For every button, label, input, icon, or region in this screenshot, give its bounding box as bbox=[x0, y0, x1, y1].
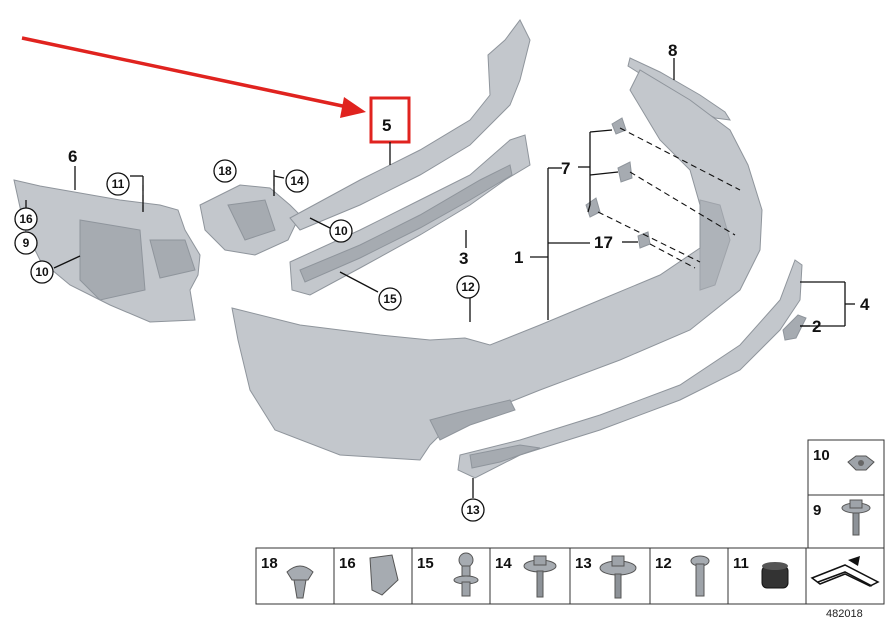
callout-2: 2 bbox=[812, 317, 821, 336]
fastener-box-9[interactable]: 9 bbox=[807, 494, 885, 551]
red-arrow-icon bbox=[21, 36, 366, 118]
svg-text:9: 9 bbox=[23, 236, 30, 250]
svg-text:12: 12 bbox=[461, 280, 475, 294]
svg-text:10: 10 bbox=[35, 265, 49, 279]
part-1-bumper-panel[interactable] bbox=[231, 69, 763, 461]
callout-7: 7 bbox=[561, 159, 570, 178]
callout-8: 8 bbox=[668, 41, 677, 60]
callout-6: 6 bbox=[68, 147, 77, 166]
svg-text:11: 11 bbox=[733, 555, 749, 572]
svg-text:10: 10 bbox=[813, 447, 830, 464]
svg-text:14: 14 bbox=[290, 174, 304, 188]
fastener-box-symbol[interactable] bbox=[805, 547, 885, 605]
callout-10-left: 10 bbox=[30, 260, 54, 284]
svg-text:14: 14 bbox=[495, 555, 512, 572]
circled-callouts: 11 16 9 10 18 14 10 15 bbox=[14, 159, 485, 522]
svg-text:13: 13 bbox=[575, 555, 592, 572]
part-6-left-bracket[interactable] bbox=[13, 179, 201, 323]
svg-text:18: 18 bbox=[218, 164, 232, 178]
callout-5: 5 bbox=[382, 116, 391, 135]
fastener-box-13[interactable]: 13 bbox=[569, 547, 651, 605]
part-2-piece[interactable] bbox=[782, 314, 807, 341]
part-3-absorber[interactable] bbox=[289, 134, 531, 296]
svg-text:11: 11 bbox=[112, 177, 125, 191]
callout-3: 3 bbox=[459, 249, 468, 268]
fastener-row: 18 16 15 14 13 bbox=[255, 547, 885, 605]
part-18-bracket[interactable] bbox=[199, 184, 301, 256]
callout-4: 4 bbox=[860, 295, 870, 314]
svg-text:18: 18 bbox=[261, 555, 278, 572]
svg-text:10: 10 bbox=[334, 224, 348, 238]
svg-text:12: 12 bbox=[655, 555, 672, 572]
fastener-box-10[interactable]: 10 bbox=[807, 439, 885, 496]
callout-17: 17 bbox=[594, 233, 613, 252]
dashed-lines bbox=[142, 127, 741, 269]
fastener-box-18[interactable]: 18 bbox=[255, 547, 335, 605]
part-5-carrier[interactable] bbox=[289, 19, 531, 231]
callout-1: 1 bbox=[514, 248, 523, 267]
callout-14: 14 bbox=[285, 169, 309, 193]
callout-13: 13 bbox=[461, 498, 485, 522]
callout-18: 18 bbox=[213, 159, 237, 183]
fastener-box-11[interactable]: 11 bbox=[727, 547, 807, 605]
part-7-clips[interactable] bbox=[585, 117, 633, 218]
svg-text:13: 13 bbox=[466, 503, 480, 517]
fastener-box-12[interactable]: 12 bbox=[649, 547, 729, 605]
fastener-box-15[interactable]: 15 bbox=[411, 547, 491, 605]
svg-text:15: 15 bbox=[383, 292, 397, 306]
callout-12: 12 bbox=[456, 275, 480, 299]
fastener-box-16[interactable]: 16 bbox=[333, 547, 413, 605]
fastener-box-14[interactable]: 14 bbox=[489, 547, 571, 605]
callout-11: 11 bbox=[106, 172, 130, 196]
image-id: 482018 bbox=[826, 608, 863, 620]
callout-9: 9 bbox=[14, 231, 38, 255]
leader-lines bbox=[25, 58, 855, 498]
callout-15: 15 bbox=[378, 287, 402, 311]
svg-text:16: 16 bbox=[19, 212, 33, 226]
callout-10-center: 10 bbox=[329, 219, 353, 243]
callout-labels: 5 6 8 7 3 1 17 4 2 bbox=[68, 41, 870, 336]
svg-text:16: 16 bbox=[339, 555, 356, 572]
part-4-diffuser[interactable] bbox=[457, 259, 803, 479]
callout-16: 16 bbox=[14, 207, 38, 231]
svg-text:15: 15 bbox=[417, 555, 434, 572]
svg-text:9: 9 bbox=[813, 502, 821, 519]
